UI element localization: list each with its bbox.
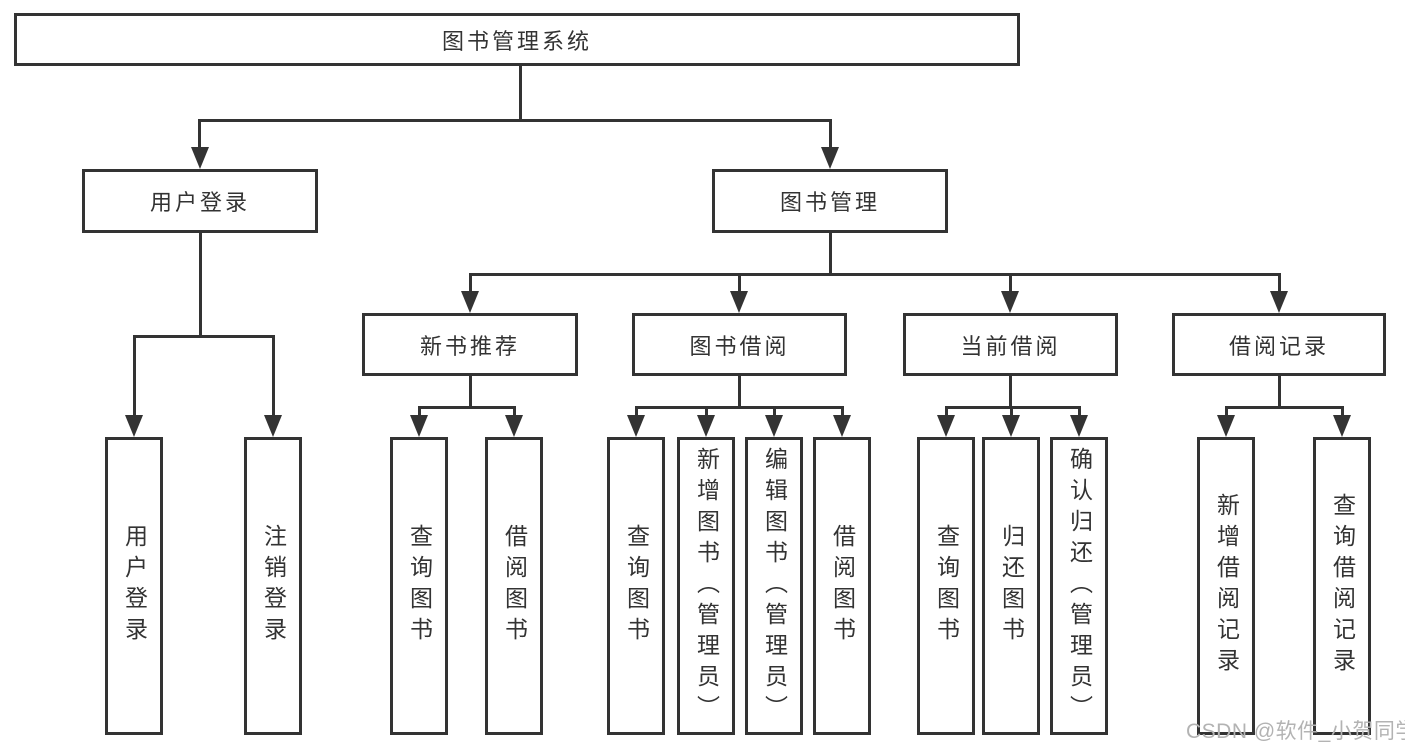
connector-to-book-mgmt — [829, 119, 832, 149]
node-current-borrowing: 当前借阅 — [903, 313, 1118, 376]
leaf-br-query-record: 查询借阅记录 — [1313, 437, 1371, 735]
connector-to-ul-logout — [272, 335, 275, 416]
leaf-nr-borrow-book: 借阅图书 — [485, 437, 543, 735]
leaf-logout: 注销登录 — [244, 437, 302, 735]
connector-to-br-query-record — [1341, 406, 1344, 416]
node-new-book-recommend: 新书推荐 — [362, 313, 578, 376]
arrowhead-current-borrow-icon — [1001, 291, 1019, 313]
node-borrowing-records: 借阅记录 — [1172, 313, 1386, 376]
arrowhead-nr-borrow-book-icon — [505, 415, 523, 437]
connector-current-borrow-stem — [1009, 376, 1012, 407]
connector-root-split — [199, 119, 831, 122]
leaf-bb-add-book-admin: 新增图书（管理员） — [677, 437, 735, 735]
connector-book-mgmt-split — [469, 273, 1281, 276]
arrowhead-bb-query-book-icon — [627, 415, 645, 437]
connector-new-book-rec-split — [419, 406, 516, 409]
arrowhead-cb-return-book-icon — [1002, 415, 1020, 437]
arrowhead-ul-user-login-icon — [125, 415, 143, 437]
connector-to-bb-query-book — [635, 406, 638, 416]
arrowhead-book-mgmt-icon — [821, 147, 839, 169]
leaf-br-add-record: 新增借阅记录 — [1197, 437, 1255, 735]
arrowhead-bb-edit-book-icon — [765, 415, 783, 437]
connector-to-new-book-rec — [469, 273, 472, 292]
arrowhead-bb-borrow-book-icon — [833, 415, 851, 437]
arrowhead-new-book-rec-icon — [461, 291, 479, 313]
arrowhead-book-borrow-icon — [730, 291, 748, 313]
leaf-bb-query-book: 查询图书 — [607, 437, 665, 735]
node-user-login: 用户登录 — [82, 169, 318, 233]
connector-to-bb-add-book — [705, 406, 708, 416]
arrowhead-cb-confirm-return-icon — [1070, 415, 1088, 437]
leaf-cb-return-book: 归还图书 — [982, 437, 1040, 735]
connector-user-login-stem — [199, 233, 202, 336]
connector-to-book-borrow — [738, 273, 741, 292]
leaf-nr-query-book: 查询图书 — [390, 437, 448, 735]
leaf-cb-query-book: 查询图书 — [917, 437, 975, 735]
connector-borrow-record-stem — [1278, 376, 1281, 407]
connector-book-borrow-split — [636, 406, 844, 409]
connector-to-bb-edit-book — [773, 406, 776, 416]
arrowhead-bb-add-book-icon — [697, 415, 715, 437]
connector-to-br-add-record — [1225, 406, 1228, 416]
connector-book-mgmt-stem — [829, 233, 832, 274]
leaf-cb-confirm-return-admin: 确认归还（管理员） — [1050, 437, 1108, 735]
leaf-bb-borrow-book: 借阅图书 — [813, 437, 871, 735]
connector-new-book-rec-stem — [469, 376, 472, 407]
arrowhead-borrow-record-icon — [1270, 291, 1288, 313]
node-root-system: 图书管理系统 — [14, 13, 1020, 66]
connector-borrow-record-split — [1226, 406, 1344, 409]
node-book-management: 图书管理 — [712, 169, 948, 233]
connector-to-cb-return-book — [1010, 406, 1013, 416]
connector-root-stem — [519, 66, 522, 119]
connector-book-borrow-stem — [738, 376, 741, 407]
connector-to-nr-borrow-book — [513, 406, 516, 416]
connector-to-cb-query-book — [945, 406, 948, 416]
node-book-borrowing: 图书借阅 — [632, 313, 847, 376]
arrowhead-br-add-record-icon — [1217, 415, 1235, 437]
leaf-bb-edit-book-admin: 编辑图书（管理员） — [745, 437, 803, 735]
arrowhead-ul-logout-icon — [264, 415, 282, 437]
connector-current-borrow-split — [946, 406, 1081, 409]
arrowhead-cb-query-book-icon — [937, 415, 955, 437]
arrowhead-nr-query-book-icon — [410, 415, 428, 437]
arrowhead-user-login-icon — [191, 147, 209, 169]
connector-to-current-borrow — [1009, 273, 1012, 292]
csdn-watermark: CSDN @软件_小贺同学 — [1186, 720, 1405, 743]
connector-to-cb-confirm-return — [1078, 406, 1081, 416]
leaf-user-login: 用户登录 — [105, 437, 163, 735]
connector-user-login-split — [133, 335, 275, 338]
connector-to-borrow-record — [1278, 273, 1281, 292]
connector-to-ul-user-login — [133, 335, 136, 416]
arrowhead-br-query-record-icon — [1333, 415, 1351, 437]
connector-to-nr-query-book — [418, 406, 421, 416]
connector-to-user-login — [198, 119, 201, 149]
connector-to-bb-borrow-book — [841, 406, 844, 416]
